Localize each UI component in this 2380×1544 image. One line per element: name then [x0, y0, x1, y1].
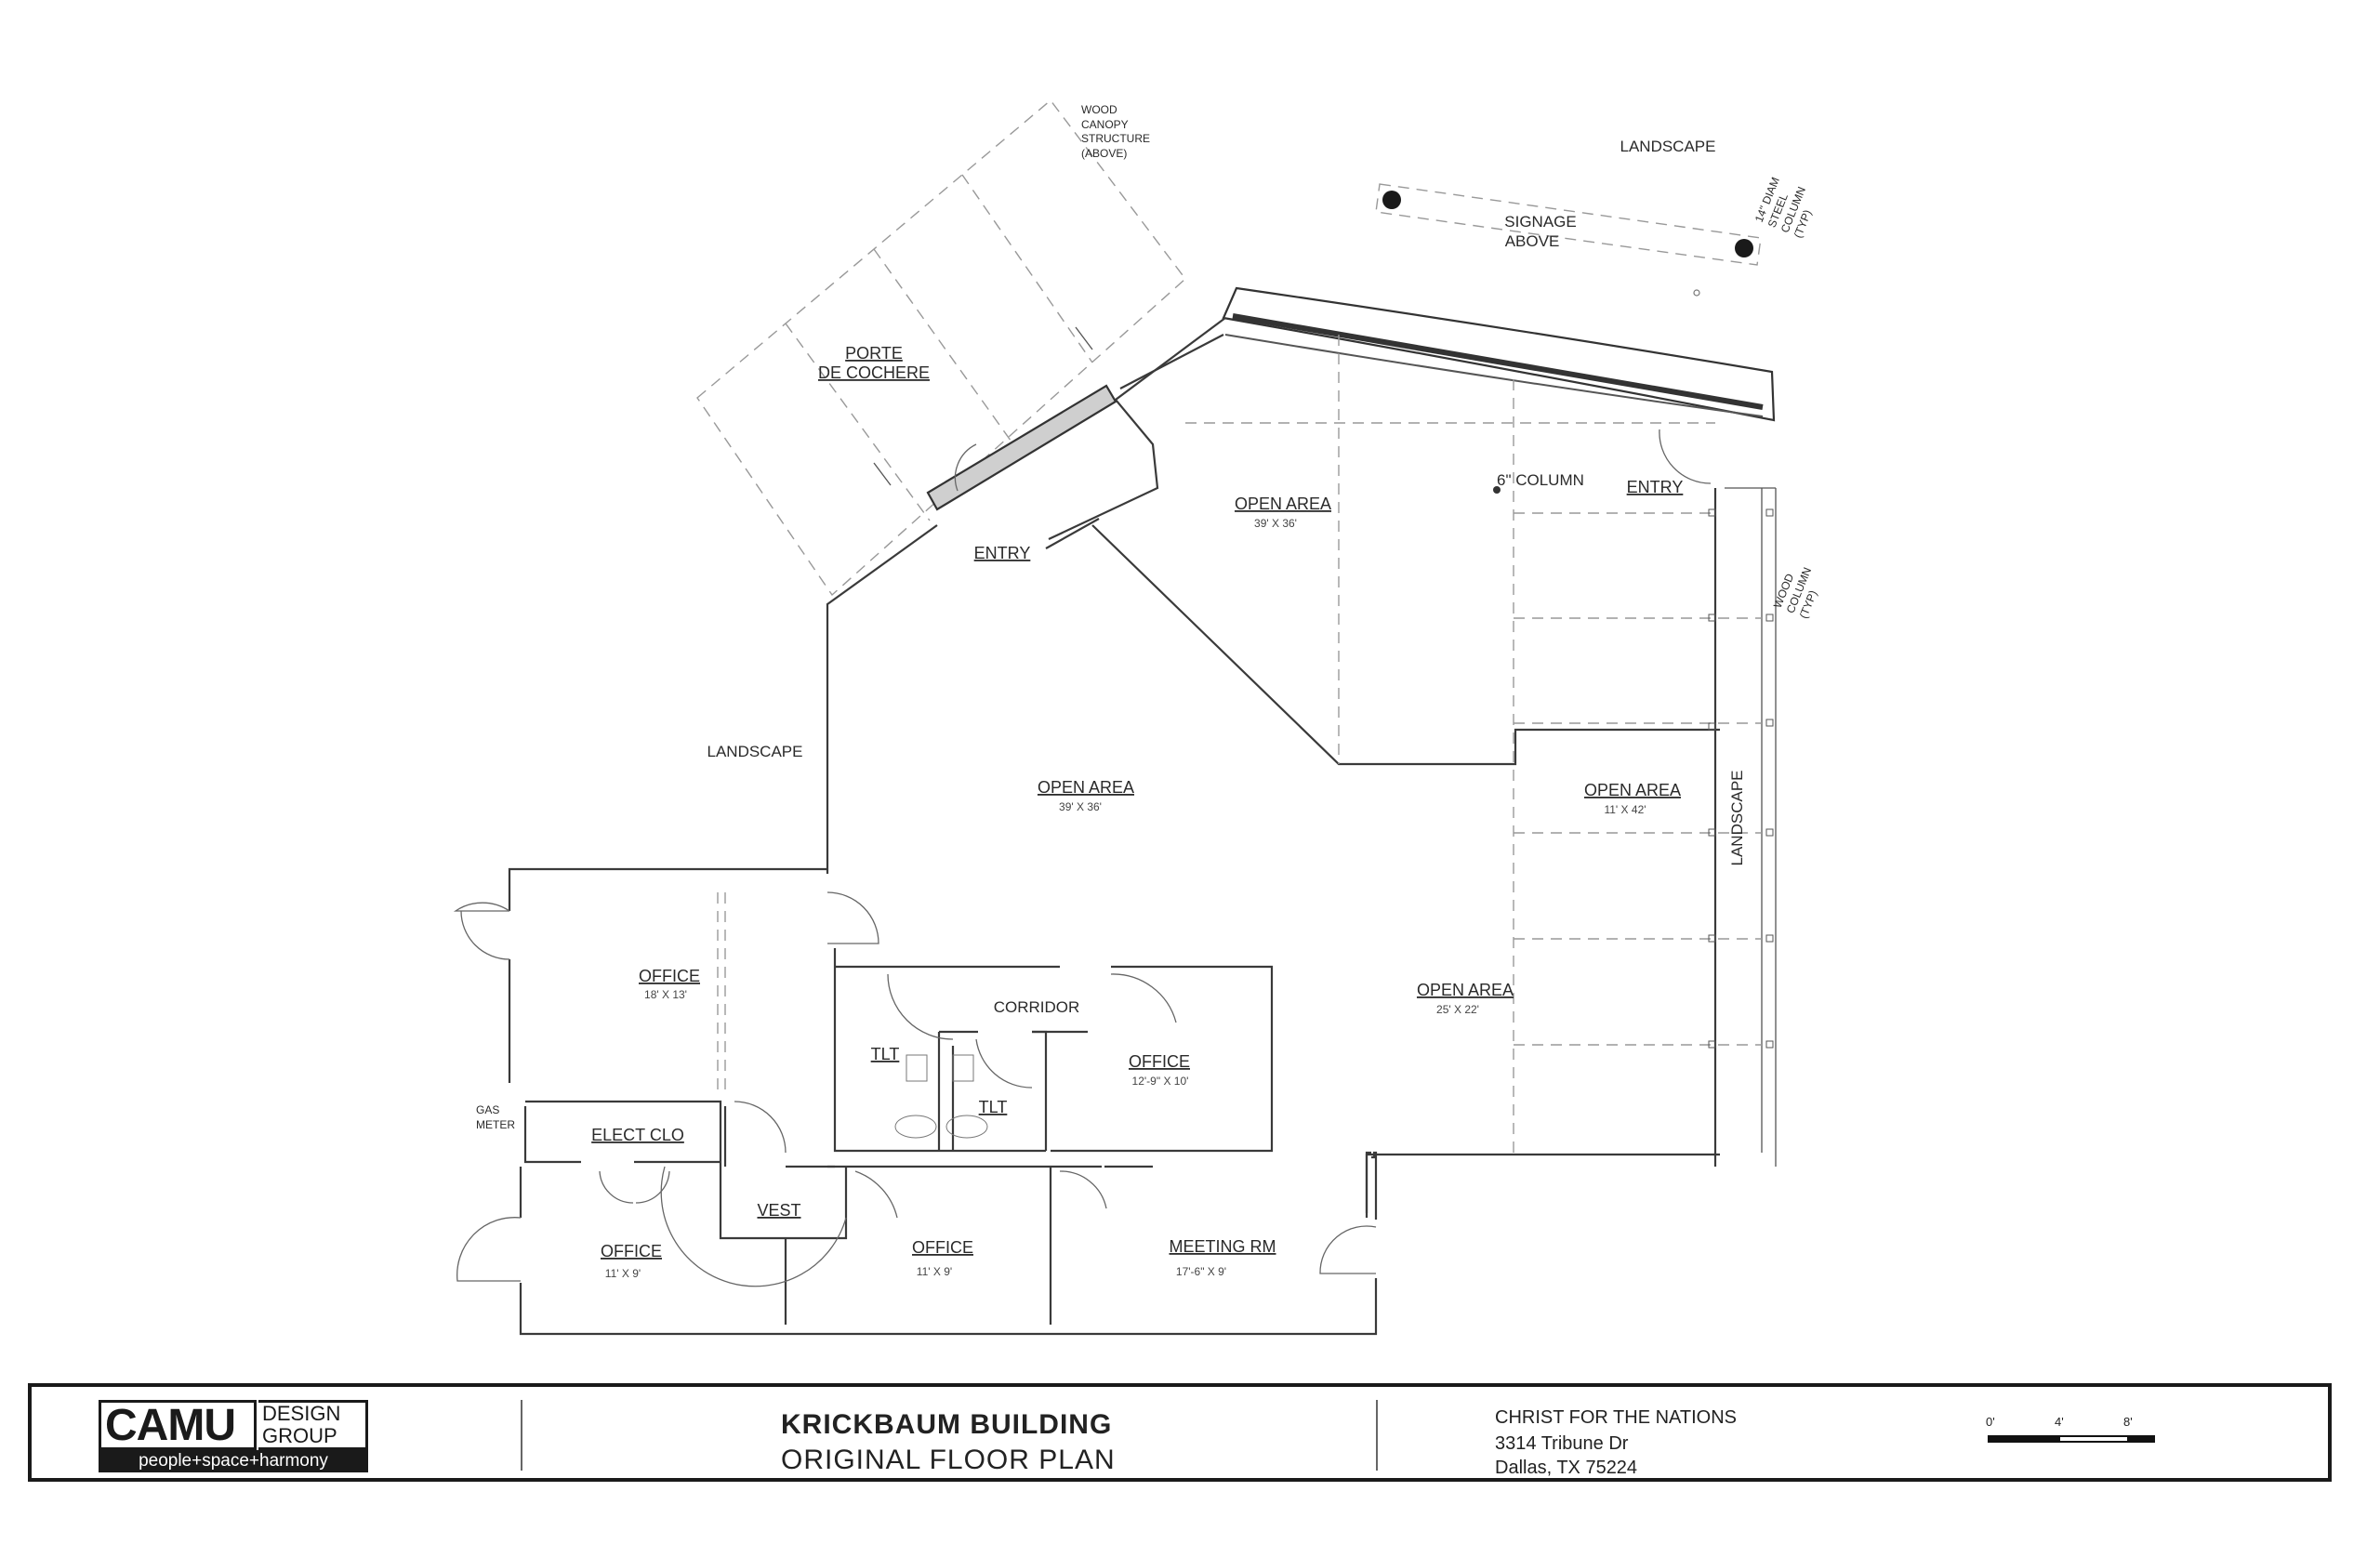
- open-area-top-dim: 39' X 36': [1254, 517, 1297, 530]
- open-area-lower-dim: 25' X 22': [1436, 1003, 1479, 1016]
- drawing-subtitle: ORIGINAL FLOOR PLAN: [781, 1445, 1116, 1475]
- client-divider: [1376, 1400, 1378, 1471]
- camu-logo: CAMU DESIGN GROUP people+space+harmony: [99, 1400, 368, 1472]
- signage-label-2: ABOVE: [1505, 232, 1560, 250]
- meeting-dim: 17'-6" X 9': [1176, 1265, 1226, 1278]
- doors: [453, 429, 1712, 1287]
- logo-camu: CAMU: [99, 1400, 257, 1450]
- landscape-right-label: LANDSCAPE: [1728, 771, 1746, 866]
- column-6-label: 6" COLUMN: [1497, 471, 1584, 489]
- client-name: CHRIST FOR THE NATIONS: [1495, 1407, 1738, 1428]
- floor-plan-drawing: PORTE DE COCHERE ENTRY ENTRY OPEN AREA 3…: [453, 99, 1819, 1336]
- open-area-main-label: OPEN AREA: [1038, 778, 1134, 797]
- curved-front-wall: [1222, 286, 1776, 422]
- steel-column-icon: [1735, 239, 1753, 257]
- corridor-label: CORRIDOR: [994, 998, 1080, 1016]
- exterior-walls: [508, 317, 1777, 1336]
- entry-right-label: ENTRY: [1627, 478, 1684, 496]
- scale-tick-8: 8': [2123, 1415, 2133, 1429]
- vest-label: VEST: [757, 1201, 800, 1220]
- signage-above: [1375, 183, 1762, 297]
- scale-bar-dark: [1988, 1435, 2060, 1443]
- scale-bar-light: [2058, 1435, 2129, 1443]
- canopy-structure: [696, 99, 1186, 597]
- scale-bar-dark-end: [2127, 1435, 2155, 1443]
- interior-walls: [523, 948, 1274, 1325]
- title-block: CAMU DESIGN GROUP people+space+harmony K…: [28, 1383, 2332, 1482]
- open-area-right-label: OPEN AREA: [1584, 781, 1681, 799]
- logo-tagline: people+space+harmony: [99, 1450, 368, 1472]
- office-mid-dim: 12'-9" X 10': [1132, 1075, 1189, 1088]
- canopy-note-3: STRUCTURE: [1081, 132, 1150, 145]
- open-area-main-dim: 39' X 36': [1059, 800, 1102, 813]
- steel-column-icon: [1382, 191, 1401, 209]
- meeting-label: MEETING RM: [1170, 1237, 1276, 1256]
- open-area-lower-label: OPEN AREA: [1417, 981, 1514, 999]
- signage-label-1: SIGNAGE: [1504, 213, 1576, 231]
- landscape-top-label: LANDSCAPE: [1620, 138, 1716, 155]
- title-divider: [521, 1400, 522, 1471]
- logo-group: GROUP: [262, 1424, 337, 1447]
- client-address-2: Dallas, TX 75224: [1495, 1458, 1638, 1478]
- room-labels: PORTE DE COCHERE ENTRY ENTRY OPEN AREA 3…: [591, 344, 1683, 1280]
- office-bl-label: OFFICE: [601, 1242, 662, 1260]
- office-bm-dim: 11' X 9': [917, 1265, 952, 1278]
- tlt1-label: TLT: [871, 1045, 900, 1063]
- tlt2-label: TLT: [979, 1098, 1008, 1116]
- canopy-note-2: CANOPY: [1081, 118, 1129, 131]
- canopy-note-1: WOOD: [1081, 103, 1117, 116]
- column-grid: [717, 335, 1774, 1153]
- open-area-right-dim: 11' X 42': [1604, 803, 1646, 816]
- gas-meter-note-2: METER: [476, 1118, 515, 1131]
- scale-tick-4: 4': [2055, 1415, 2064, 1429]
- office-bm-label: OFFICE: [912, 1238, 973, 1257]
- drawing-title: KRICKBAUM BUILDING: [781, 1409, 1113, 1440]
- canopy-note-4: (ABOVE): [1081, 147, 1127, 160]
- gas-meter-note-1: GAS: [476, 1103, 499, 1116]
- notes: LANDSCAPE LANDSCAPE LANDSCAPE SIGNAGE AB…: [476, 103, 1819, 1131]
- logo-design-group: DESIGN GROUP: [258, 1400, 368, 1450]
- logo-design: DESIGN: [262, 1402, 341, 1425]
- office-left-label: OFFICE: [639, 967, 700, 985]
- porte-label-1: PORTE: [845, 344, 903, 363]
- scale-bar: 0' 4' 8': [1984, 1415, 2170, 1452]
- office-bl-dim: 11' X 9': [605, 1267, 641, 1280]
- entry-left-label: ENTRY: [974, 544, 1031, 562]
- elect-clo-label: ELECT CLO: [591, 1126, 684, 1144]
- office-mid-label: OFFICE: [1129, 1052, 1190, 1071]
- client-address-1: 3314 Tribune Dr: [1495, 1433, 1629, 1454]
- open-area-top-label: OPEN AREA: [1235, 495, 1331, 513]
- scale-tick-0: 0': [1986, 1415, 1995, 1429]
- landscape-left-label: LANDSCAPE: [707, 743, 803, 760]
- porte-label-2: DE COCHERE: [818, 363, 930, 382]
- office-left-dim: 18' X 13': [644, 988, 687, 1001]
